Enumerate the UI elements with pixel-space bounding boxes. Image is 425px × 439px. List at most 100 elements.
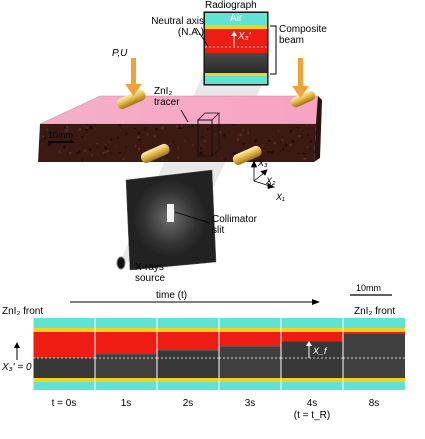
beam-speckle-dot — [125, 146, 127, 149]
beam-speckle-dot — [86, 124, 89, 126]
beam-speckle-dot — [47, 143, 51, 146]
beam-speckle-dot — [218, 131, 222, 134]
strip-band — [33, 332, 95, 358]
strip-band — [343, 318, 405, 328]
radiograph — [203, 11, 269, 86]
beam-speckle-dot — [267, 150, 270, 154]
beam-speckle-dot — [233, 151, 236, 155]
beam-speckle-dot — [138, 138, 141, 142]
beam-speckle-dot — [43, 137, 47, 139]
beam-speckle-dot — [278, 130, 280, 133]
axis-x3-label: X₃ — [258, 158, 268, 168]
top-roller-right — [290, 90, 316, 108]
strip-band — [157, 318, 219, 328]
beam-speckle-dot — [204, 139, 206, 142]
beam-speckle-dot — [296, 127, 299, 129]
beam-speckle-dot — [232, 124, 235, 126]
beam-speckle-dot — [311, 124, 313, 126]
time-label-panel: 8s — [368, 398, 380, 409]
beam-speckle-dot — [153, 135, 156, 138]
beam-speckle-dot — [96, 143, 98, 144]
strip-band — [343, 334, 405, 378]
strip-band — [157, 350, 219, 378]
beam-speckle-dot — [81, 135, 83, 138]
strip-band — [343, 332, 405, 334]
beam-speckle-dot — [187, 125, 190, 128]
beam-speckle-dot — [303, 157, 307, 160]
beam-speckle-dot — [281, 139, 284, 142]
collimator-panel — [125, 169, 217, 271]
strip-band — [95, 354, 157, 378]
strip-band — [33, 378, 95, 382]
beam-speckle-dot — [115, 145, 117, 147]
axis-x2-label: X₂ — [266, 176, 276, 186]
beam-speckle-dot — [302, 152, 306, 155]
beam-speckle-dot — [83, 149, 87, 152]
composite-beam-bracket — [270, 25, 277, 75]
beam-speckle-dot — [97, 146, 99, 148]
strip-band — [343, 382, 405, 390]
beam-speckle-dot — [134, 144, 137, 148]
strip-band — [219, 332, 281, 347]
xray-source — [116, 256, 126, 270]
beam-speckle-dot — [137, 147, 140, 151]
strip-panel — [156, 318, 219, 390]
strip-band — [95, 332, 157, 355]
beam-speckle-dot — [180, 125, 183, 127]
beam-speckle-dot — [144, 129, 146, 131]
beam-speckle-dot — [280, 150, 282, 152]
time-label: time (t) — [156, 290, 188, 301]
time-label-panel: 1s — [120, 398, 132, 409]
beam-speckle-dot — [221, 157, 223, 159]
strip-panel — [280, 318, 343, 390]
coordinate-axes — [250, 159, 276, 190]
beam-speckle-dot — [104, 143, 107, 145]
beam-speckle-dot — [285, 143, 288, 147]
beam-speckle-dot — [42, 135, 45, 139]
time-label-panel: 2s — [182, 398, 194, 409]
beam-speckle-dot — [280, 140, 283, 144]
strip-band — [343, 378, 405, 382]
beam-speckle-dot — [76, 150, 80, 152]
strip-band — [33, 328, 95, 332]
beam-speckle-dot — [75, 152, 79, 155]
beam-speckle-dot — [175, 125, 178, 128]
beam-speckle-dot — [85, 127, 88, 130]
beam-speckle-dot — [104, 146, 107, 150]
beam-speckle-dot — [166, 155, 168, 158]
strip-panel — [94, 318, 157, 390]
beam-speckle-dot — [121, 128, 123, 130]
beam-speckle-dot — [283, 144, 285, 146]
beam-speckle-dot — [306, 124, 308, 127]
xf-arrowhead — [306, 341, 312, 346]
strip-band — [281, 328, 343, 332]
beam-speckle-dot — [108, 141, 110, 143]
beam-speckle-dot — [104, 150, 107, 154]
beam-speckle-dot — [122, 158, 125, 160]
beam-speckle-dot — [282, 148, 285, 151]
beam-speckle-dot — [67, 128, 69, 132]
beam-speckle-dot — [138, 132, 140, 135]
beam-speckle-dot — [144, 127, 147, 129]
time-label-panel: 4s — [306, 398, 318, 409]
beam-speckle-dot — [125, 132, 128, 135]
beam-speckle-dot — [64, 126, 66, 129]
scale-label-lower: 10mm — [356, 283, 382, 293]
beam-speckle-dot — [236, 138, 240, 141]
beam-speckle-dot — [184, 139, 186, 142]
composite-beam-label: Composite beam — [279, 24, 327, 46]
strip-band — [33, 318, 95, 328]
strip-panel — [32, 318, 95, 390]
beam-speckle-dot — [58, 150, 61, 153]
front-label-right: ZnI₂ front — [354, 306, 396, 317]
beam-speckle-dot — [120, 129, 123, 132]
strip-band — [219, 346, 281, 378]
strip-band — [33, 358, 95, 378]
time-label-panel: t = 0s — [51, 398, 77, 409]
beam-speckle-dot — [271, 151, 274, 154]
beam-speckle-dot — [307, 133, 309, 137]
xray-source-label: X-rays source — [135, 262, 166, 284]
strip-band — [281, 332, 343, 342]
beam-speckle-dot — [174, 144, 176, 146]
beam-speckle-dot — [268, 140, 271, 142]
